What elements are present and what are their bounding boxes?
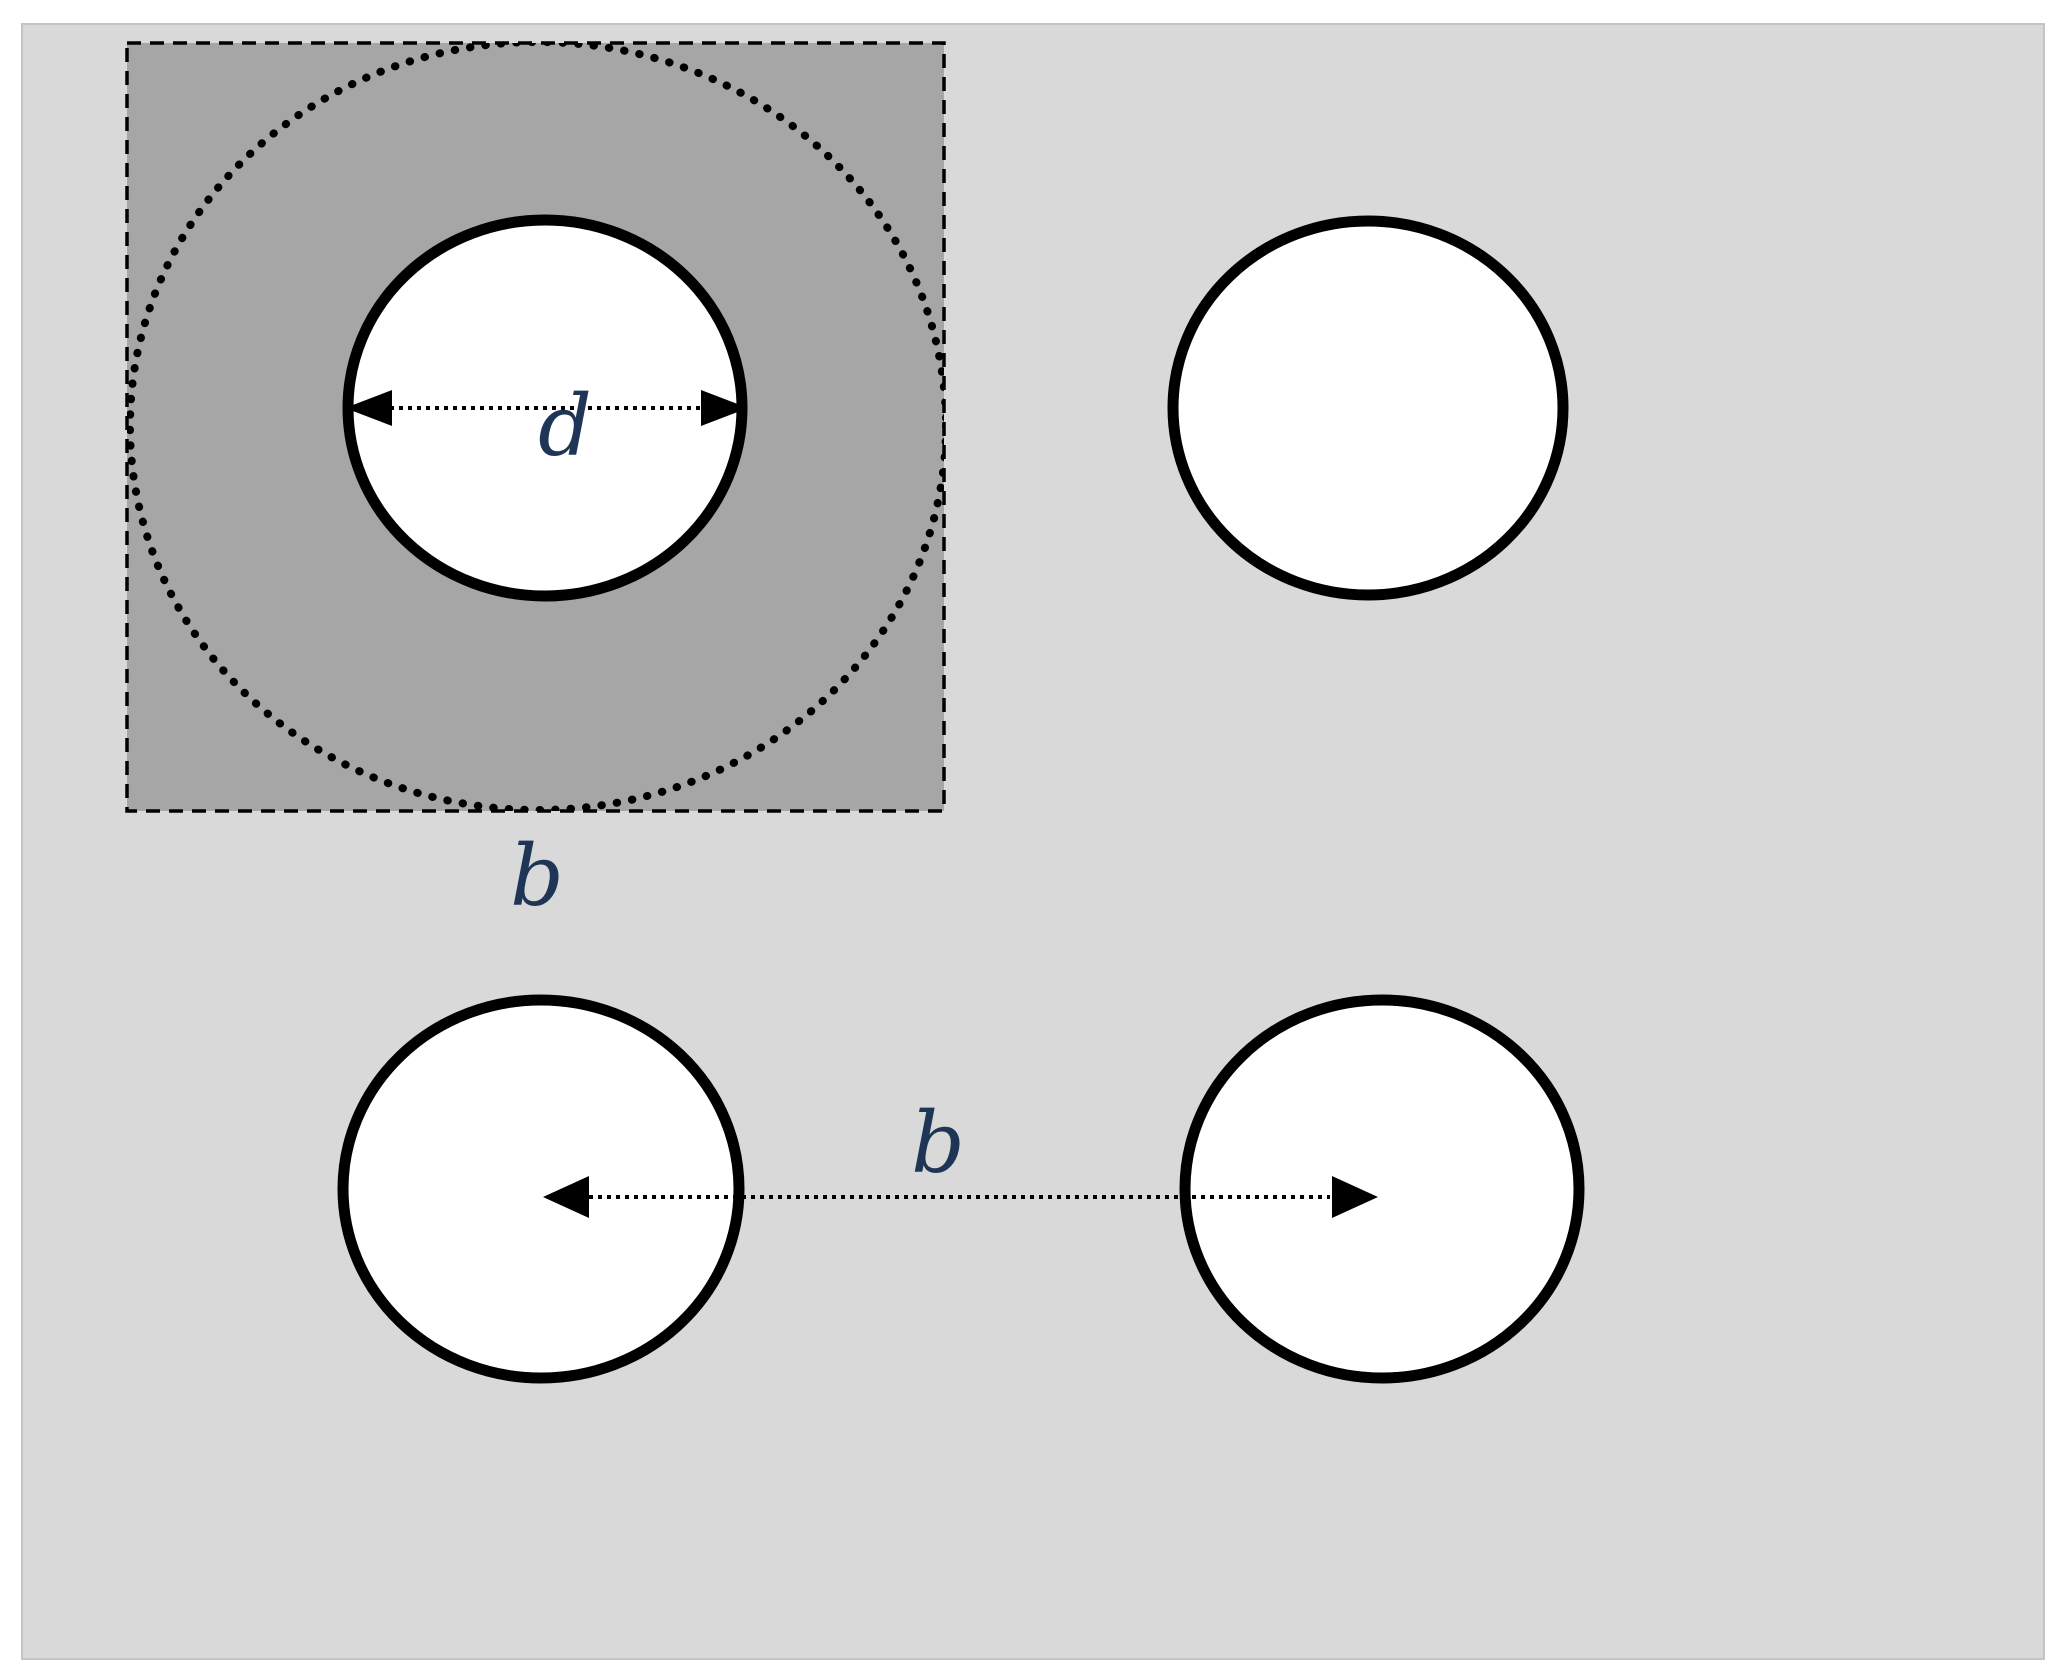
diameter-label: d [538, 377, 592, 475]
spacing-arrow [543, 1176, 1378, 1218]
hole-bottom-left [337, 994, 745, 1384]
equivalent-circle-dotted [127, 43, 944, 811]
hole-top-right [1167, 215, 1569, 601]
spacing-label: b [911, 1094, 965, 1192]
hole-bottom-right [1179, 994, 1585, 1384]
cell-size-label: b [510, 827, 564, 925]
diameter-arrow [345, 390, 748, 426]
diameter-arrowhead-left [345, 390, 392, 426]
diameter-arrowhead-right [701, 390, 748, 426]
spacing-arrowhead-right [1332, 1176, 1378, 1218]
spacing-arrowhead-left [543, 1176, 589, 1218]
